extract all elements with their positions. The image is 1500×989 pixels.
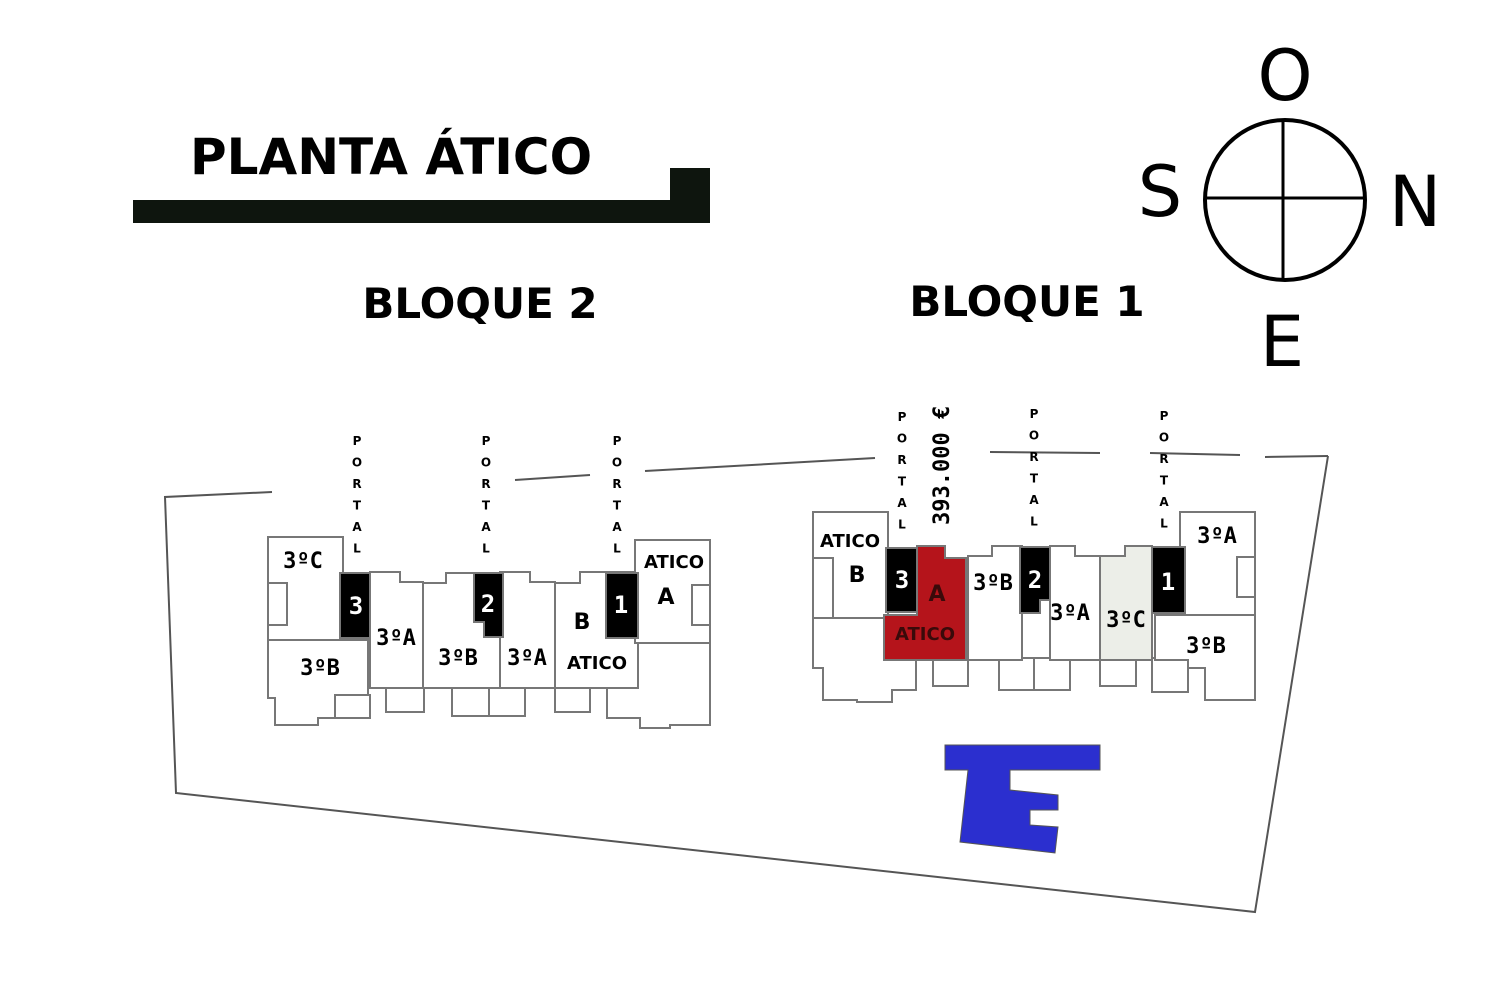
stair-3 — [885, 547, 918, 613]
unit-label: ATICO — [820, 531, 880, 552]
unit-label: 3ºB — [438, 646, 478, 671]
compass: O S N E — [1138, 35, 1441, 383]
block-2-title: BLOQUE 2 — [362, 279, 597, 328]
unit-label: ATICO — [895, 624, 955, 645]
unit-label: 3ºC — [1106, 608, 1146, 633]
pool — [944, 744, 1101, 854]
stair-number: 2 — [1028, 566, 1042, 594]
stair-number: 2 — [481, 590, 495, 618]
unit-label: A — [657, 585, 674, 610]
compass-east: E — [1260, 301, 1304, 383]
unit-label: B — [574, 610, 591, 635]
site-outline — [163, 451, 1329, 914]
unit-label: A — [928, 582, 945, 607]
compass-circle — [1203, 118, 1367, 282]
unit-label: 3ºB — [973, 571, 1013, 596]
stair-2 — [1019, 546, 1051, 614]
block-1-title: BLOQUE 1 — [909, 277, 1144, 326]
unit-label: 3ºB — [300, 656, 340, 681]
block-1: 3 2 1 ATICO B A ATICO 3ºB 3ºA 3ºC 3ºA 3º… — [812, 406, 1256, 703]
stair-1 — [1151, 546, 1186, 614]
stair-number: 3 — [349, 592, 363, 620]
compass-south: S — [1138, 151, 1182, 233]
compass-west: O — [1257, 35, 1312, 117]
stair-number: 1 — [614, 591, 628, 619]
unit-label: ATICO — [644, 552, 704, 573]
price-label: 393.000 € — [930, 406, 955, 525]
unit-label: 3ºA — [1197, 524, 1237, 549]
stair-1 — [605, 572, 639, 639]
unit-label: 3ºA — [507, 646, 547, 671]
unit-3c[interactable] — [1099, 545, 1153, 661]
stair-number: 1 — [1161, 568, 1175, 596]
unit-label: 3ºA — [376, 626, 416, 651]
unit-label: ATICO — [567, 653, 627, 674]
unit-label: 3ºA — [1050, 601, 1090, 626]
unit-atico-a-highlighted[interactable] — [883, 545, 967, 661]
unit-label: 3ºC — [283, 549, 323, 574]
unit-label: B — [849, 563, 866, 588]
stair-3 — [339, 572, 371, 639]
compass-north: N — [1389, 161, 1441, 243]
page-title: PLANTA ÁTICO — [190, 127, 592, 186]
unit-3b[interactable] — [967, 545, 1023, 661]
stair-2 — [473, 572, 504, 638]
unit-3b-2[interactable] — [1154, 614, 1256, 701]
title-underline — [133, 168, 710, 223]
unit-label: 3ºB — [1186, 634, 1226, 659]
stair-number: 3 — [895, 566, 909, 594]
block-2: 3 2 1 3ºC 3ºB 3ºA 3ºB 3ºA B ATICO ATICO … — [267, 536, 711, 729]
